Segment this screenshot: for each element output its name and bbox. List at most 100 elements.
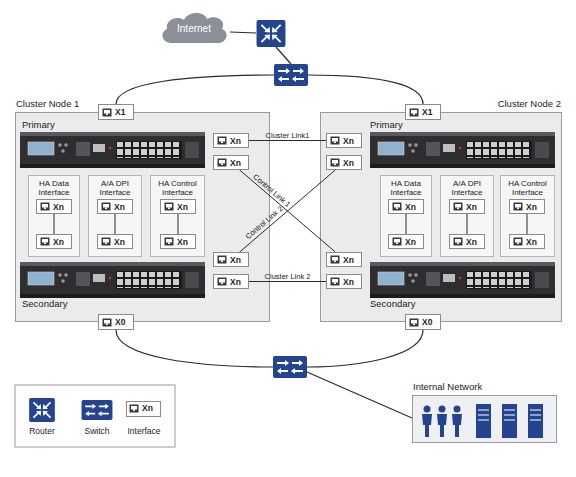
interface-group: A/A DPI InterfaceXnXn (88, 175, 142, 257)
port-icon-glyph (218, 256, 227, 264)
person-body (452, 414, 462, 437)
legend-text: Switch (70, 426, 124, 436)
connector-line (240, 170, 336, 252)
port-label: Xn (230, 255, 241, 265)
firewall-device (20, 132, 205, 168)
port-icon (453, 202, 463, 211)
network-wire (276, 47, 291, 64)
cluster-node: Cluster Node 2X1XnXnXnXnHA Data Interfac… (320, 112, 562, 322)
interface-group: HA Control InterfaceXnXn (500, 175, 555, 257)
switch-symbol (273, 356, 307, 378)
connector-line (406, 214, 407, 234)
interface-group: HA Data InterfaceXnXn (380, 175, 432, 257)
port-icon-glyph (331, 278, 340, 286)
port-label: Xn (114, 202, 125, 212)
router-symbol (29, 398, 55, 422)
connector-line (467, 214, 468, 234)
port-label: Xn (53, 202, 64, 212)
connector-line (240, 170, 336, 252)
interface-symbol (127, 402, 161, 417)
port-icon (392, 237, 402, 246)
port-icon-glyph (218, 278, 227, 286)
port-label: Xn (343, 136, 354, 146)
network-box: Internal Network (412, 395, 557, 443)
connector-line (249, 281, 326, 282)
switch-symbol (274, 64, 308, 86)
port-icon (217, 277, 227, 286)
connector-line (178, 214, 179, 234)
server-illustration (476, 404, 543, 438)
server-rack (502, 404, 517, 438)
port-label: Xn (526, 237, 537, 247)
link-label: Cluster Link 2 (265, 271, 311, 280)
node-label: A/A DPI Interface (441, 179, 493, 197)
port-icon (330, 136, 340, 145)
cloud-node: Internet (158, 10, 230, 46)
interface-port: Xn (36, 234, 72, 249)
port-icon-glyph (514, 238, 523, 246)
person-body (422, 414, 432, 437)
port-label: Xn (177, 237, 188, 247)
people-illustration (422, 406, 462, 438)
server-rack (528, 404, 543, 438)
port-label: Xn (405, 237, 416, 247)
port-icon-glyph (218, 137, 227, 145)
firewall-device (20, 262, 205, 298)
interface-port: X1 (98, 104, 134, 120)
server-rack (476, 404, 491, 438)
port-icon (217, 136, 227, 145)
port-icon (40, 202, 50, 211)
port-icon-glyph (103, 108, 112, 116)
port-icon (330, 255, 340, 264)
connector-line (527, 214, 528, 234)
person-body (437, 414, 447, 437)
interface-port: Xn (449, 199, 485, 214)
port-icon-glyph (41, 238, 50, 246)
cloud-outline (162, 13, 226, 43)
node-label: HA Control Interface (501, 179, 554, 197)
port-icon (40, 237, 50, 246)
port-icon-glyph (454, 203, 463, 211)
port-label: Xn (230, 136, 241, 146)
interface-port: Xn (160, 199, 196, 214)
interface-port: X0 (98, 314, 134, 330)
port-icon (409, 108, 419, 117)
port-icon-glyph (41, 203, 50, 211)
node-label: Internet (177, 23, 211, 34)
interface-port: Xn (388, 234, 424, 249)
connector-line (54, 214, 55, 234)
interface-port: Xn (97, 199, 133, 214)
network-wire (230, 32, 256, 33)
port-icon (217, 255, 227, 264)
port-icon-glyph (410, 318, 419, 326)
port-label: Xn (526, 202, 537, 212)
interface-port: Xn (509, 199, 545, 214)
legend-box (15, 385, 175, 447)
server-lines (478, 410, 541, 420)
port-icon (102, 318, 112, 327)
interface-port: Xn (326, 133, 362, 148)
port-icon-glyph (331, 137, 340, 145)
port-icon-glyph (103, 318, 112, 326)
interface-port: Xn (213, 133, 249, 148)
person-head (439, 406, 446, 413)
network-wire (308, 75, 423, 104)
port-label: Xn (230, 158, 241, 168)
port-icon (164, 237, 174, 246)
network-wire (307, 330, 423, 367)
port-label: Xn (343, 277, 354, 287)
port-icon-glyph (514, 203, 523, 211)
legend-port-label: Xn (142, 401, 153, 416)
port-label: X0 (422, 317, 432, 327)
port-label: Xn (343, 158, 354, 168)
node-heading: Internal Network (413, 381, 482, 392)
port-icon-glyph (393, 238, 402, 246)
interface-port: Xn (213, 155, 249, 170)
port-label: Xn (53, 237, 64, 247)
port-label: Xn (230, 277, 241, 287)
interface-port: X0 (405, 314, 441, 330)
port-icon-glyph (218, 159, 227, 167)
interface-port: Xn (36, 199, 72, 214)
port-label: Xn (343, 255, 354, 265)
port-icon-glyph (393, 203, 402, 211)
